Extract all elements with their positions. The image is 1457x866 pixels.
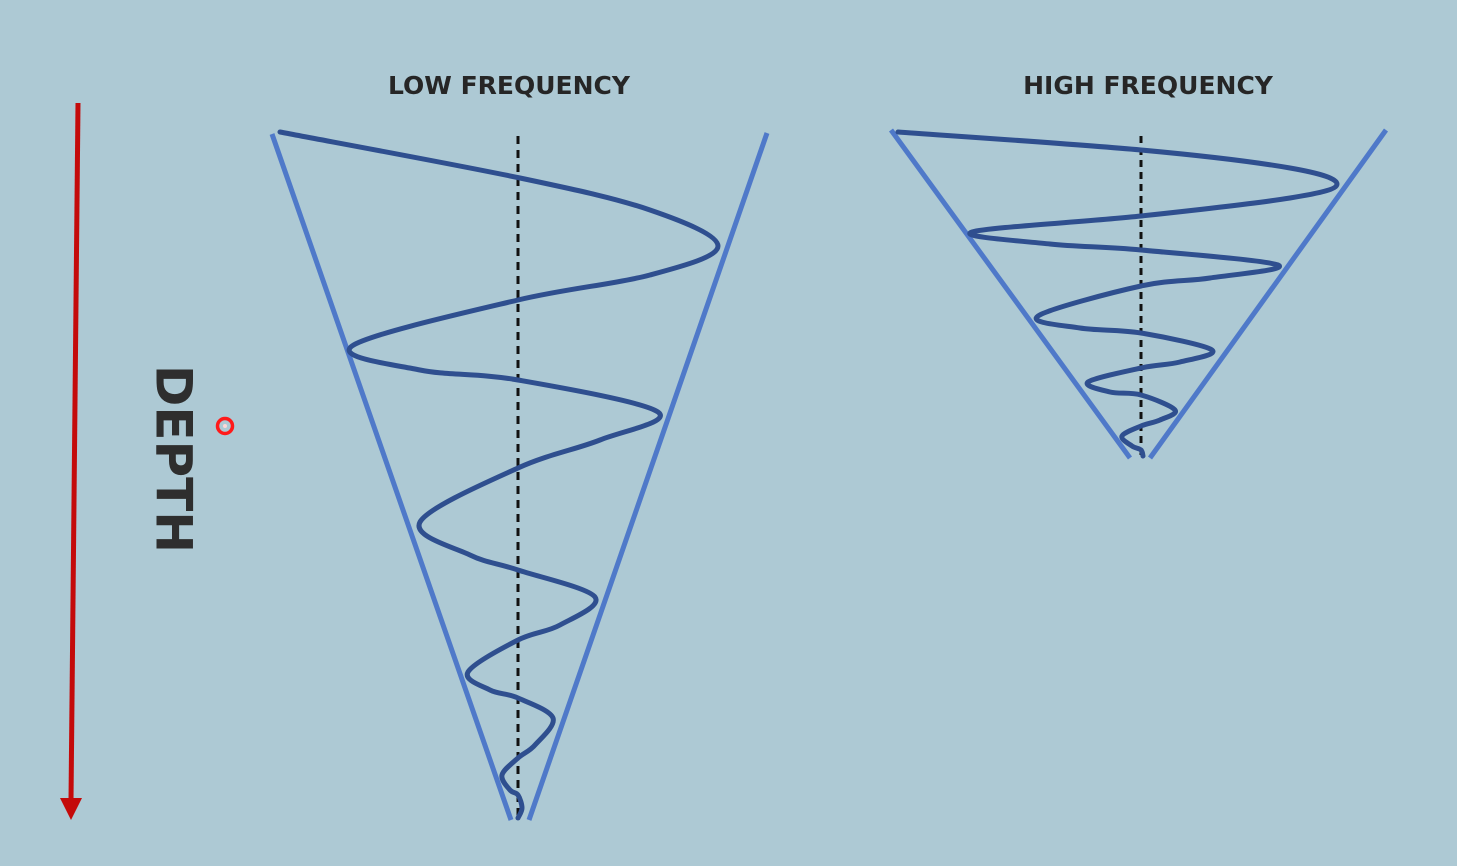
depth-arrow-shaft xyxy=(68,102,81,801)
high-frequency-cone-left-edge xyxy=(888,128,1133,460)
high-frequency-spiral xyxy=(895,129,1340,459)
low-frequency-title: LOW FREQUENCY xyxy=(388,71,631,100)
low-frequency-spiral xyxy=(277,129,721,821)
high-frequency-cone-right-edge xyxy=(1147,128,1389,460)
depth-arrow-head-icon xyxy=(60,798,82,820)
high-frequency-title: HIGH FREQUENCY xyxy=(1023,71,1274,100)
low-frequency-cone-left-edge xyxy=(269,133,514,821)
low-frequency-cone-right-edge xyxy=(526,132,770,821)
pointer-dot-icon xyxy=(215,416,235,436)
low-frequency-panel: LOW FREQUENCY xyxy=(269,71,770,821)
depth-arrow xyxy=(60,102,82,820)
high-frequency-panel: HIGH FREQUENCY xyxy=(888,71,1389,460)
depth-label: DEPTH xyxy=(145,365,203,553)
